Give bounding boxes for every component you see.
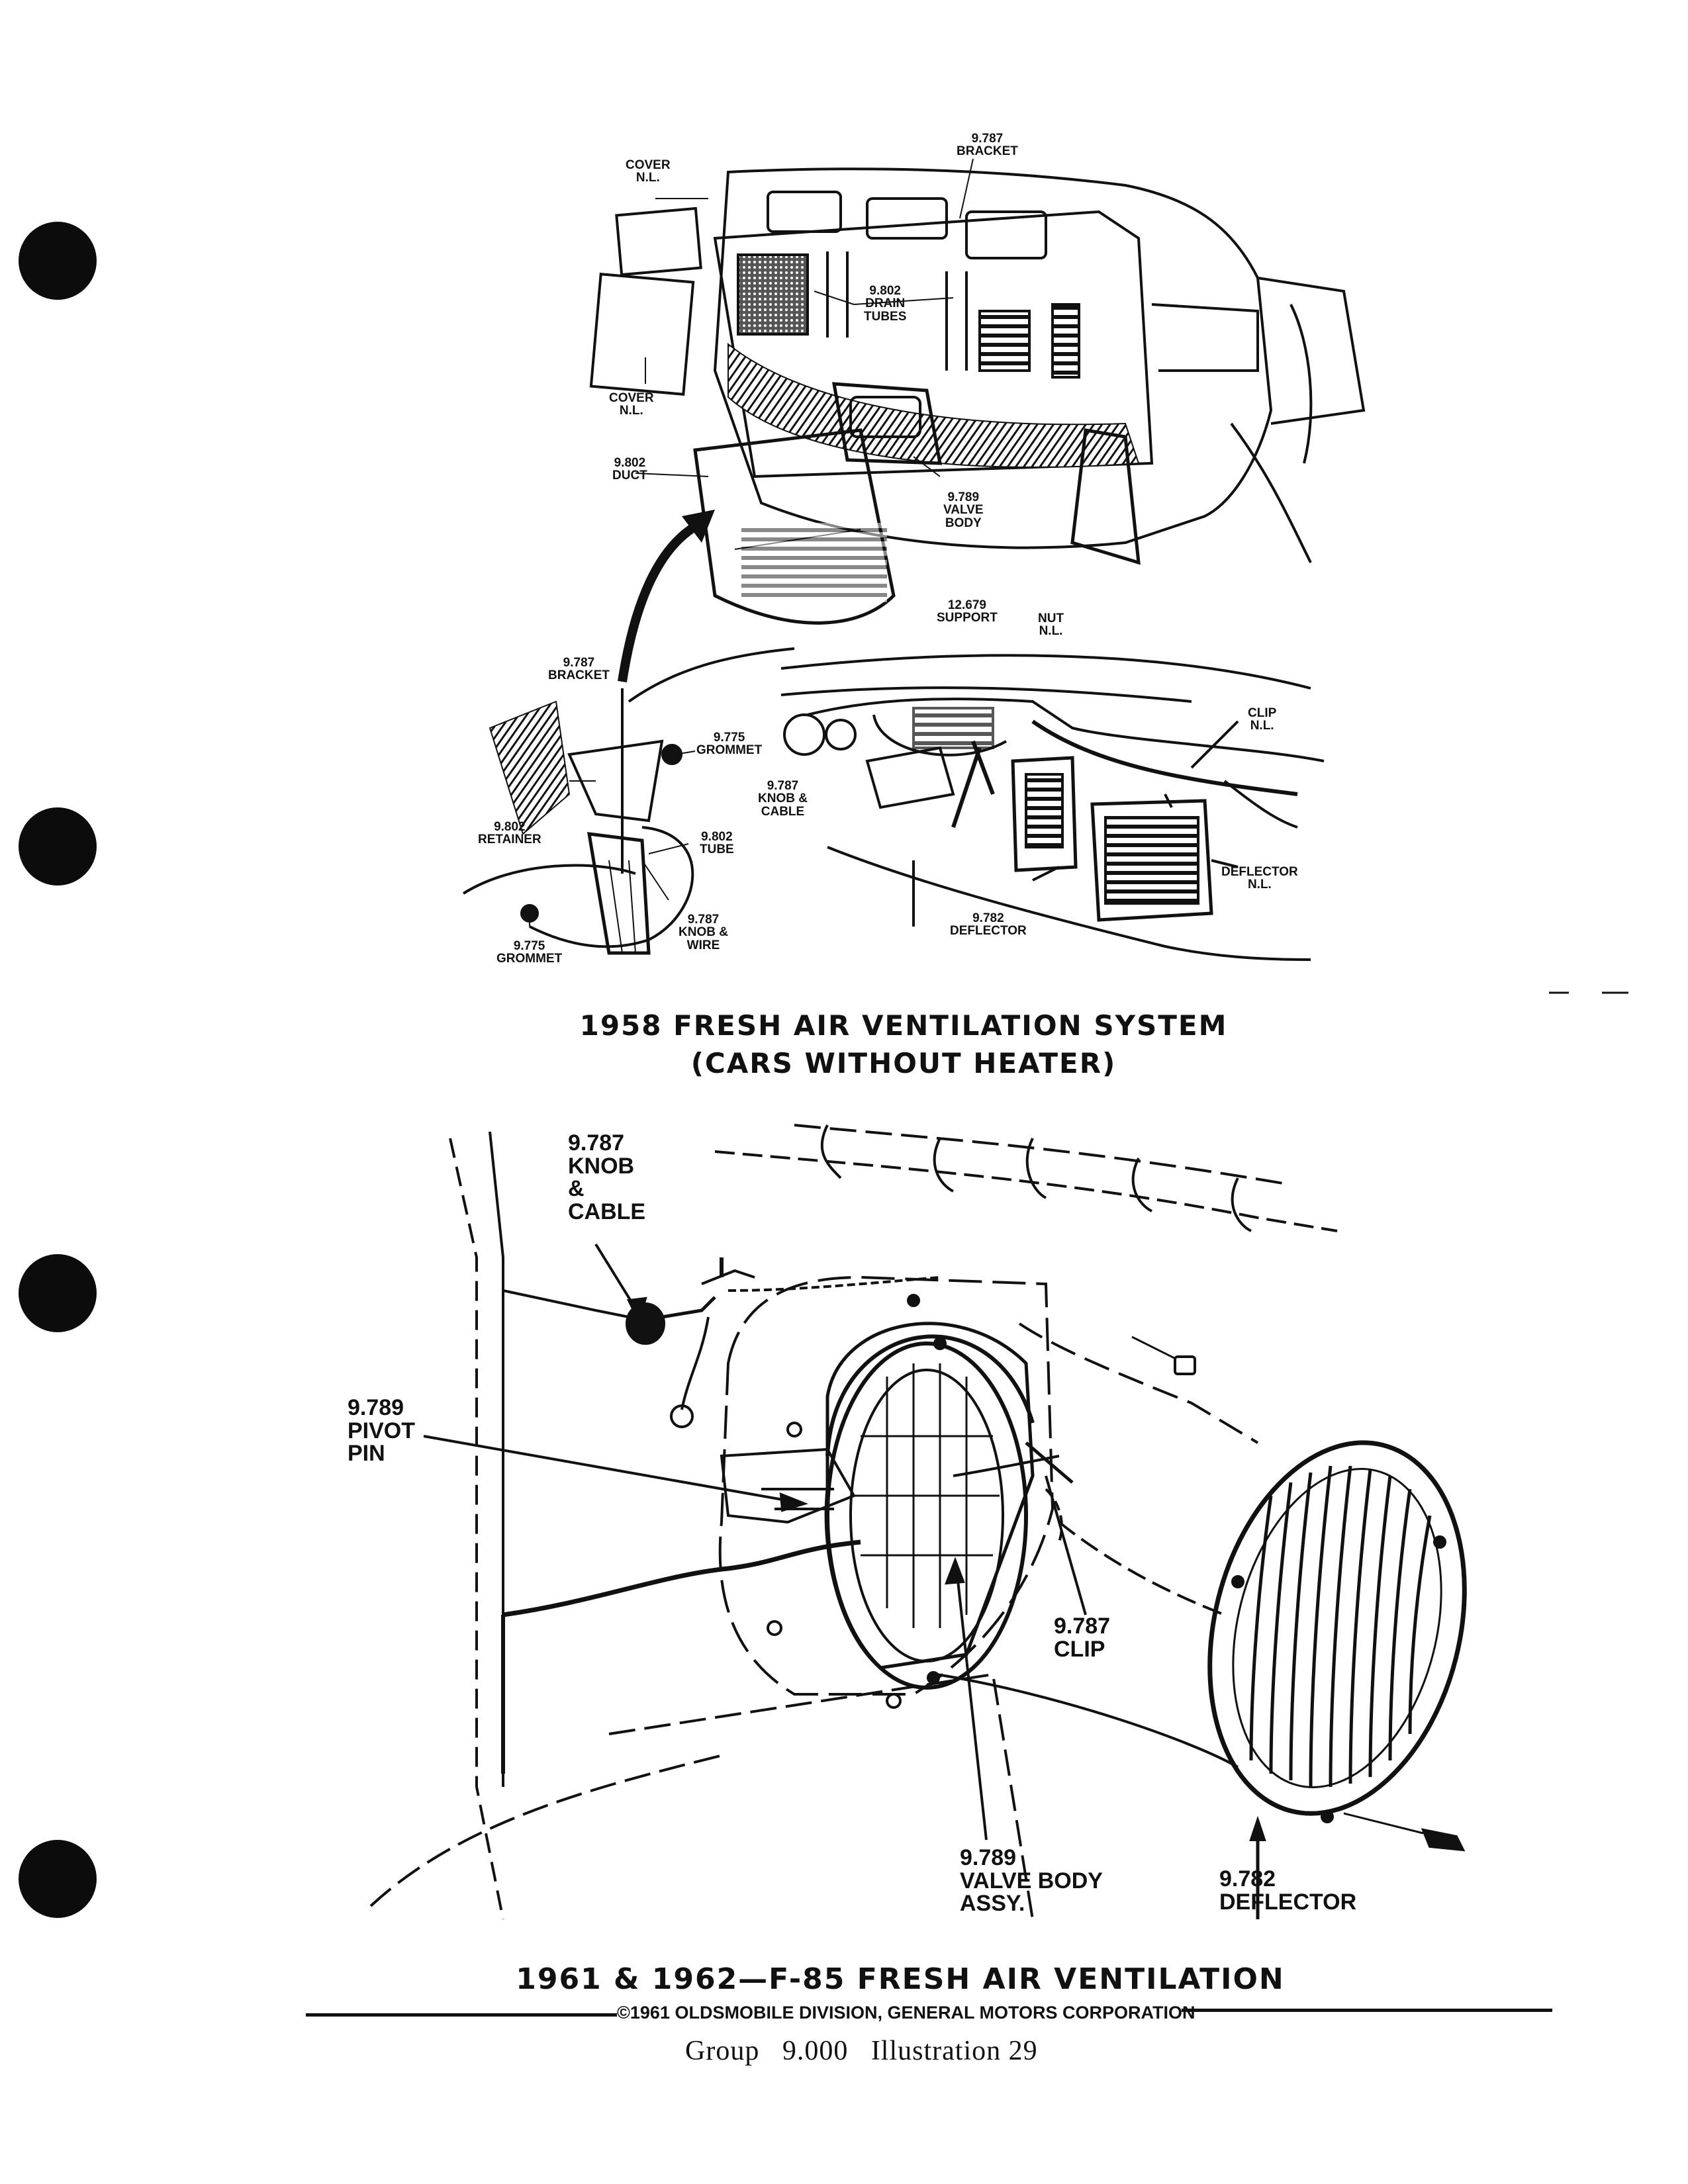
label-deflector: 9.782 DEFLECTOR [1219, 1866, 1357, 1915]
footer-rule-left [306, 2013, 617, 2017]
label-knob-wire: 9.787 KNOB & WIRE [679, 913, 728, 952]
binder-hole-2 [19, 807, 97, 886]
label-bracket-top: 9.787 BRACKET [957, 132, 1018, 159]
bottom-ventilation-assembly [369, 1124, 1467, 1920]
top-dashboard-assembly [589, 158, 1366, 625]
label-valve-body: 9.789 VALVE BODY [943, 490, 984, 530]
curved-arrow [618, 518, 704, 683]
top-left-bracket-tube [462, 647, 795, 955]
label-pivot-pin: 9.789 PIVOT PIN [348, 1395, 416, 1467]
label-deflector-small: 9.782 DEFLECTOR [950, 911, 1027, 938]
top-right-dash-panel [780, 654, 1325, 961]
group-illustration-text: Group 9.000 Illustration 29 [685, 2036, 1038, 2066]
label-deflector-nl: DEFLECTOR N.L. [1221, 865, 1298, 892]
label-cover-top: COVER N.L. [626, 158, 671, 185]
label-valve-body-assy: 9.789 VALVE BODY ASSY. [960, 1845, 1103, 1917]
deflector-grille [1207, 1440, 1467, 1823]
label-clip: 9.787 CLIP [1054, 1614, 1111, 1662]
label-cover-bottom: COVER N.L. [609, 391, 654, 418]
label-support: 12.679 SUPPORT [937, 598, 998, 625]
binder-hole-4 [19, 1840, 97, 1918]
label-drain-tubes: 9.802 DRAIN TUBES [864, 284, 907, 324]
label-nut: NUT N.L. [1038, 612, 1064, 639]
label-bracket-mid: 9.787 BRACKET [548, 656, 610, 683]
footer-rule-right [1182, 2009, 1552, 2012]
label-grommet-lower: 9.775 GROMMET [496, 939, 563, 966]
label-retainer: 9.802 RETAINER [478, 820, 541, 847]
label-duct: 9.802 DUCT [612, 456, 647, 483]
top-title-line1: 1958 FRESH AIR VENTILATION SYSTEM [579, 1009, 1228, 1042]
bottom-title: 1961 & 1962—F-85 FRESH AIR VENTILATION [516, 1962, 1285, 1996]
copyright-text: ©1961 OLDSMOBILE DIVISION, GENERAL MOTOR… [617, 2003, 1196, 2023]
label-knob-cable-small: 9.787 KNOB & CABLE [758, 779, 808, 819]
label-knob-cable: 9.787 KNOB & CABLE [568, 1130, 646, 1225]
binder-hole-1 [19, 222, 97, 300]
label-clip-nl: CLIP N.L. [1248, 706, 1277, 733]
binder-hole-3 [19, 1254, 97, 1332]
top-title-line2: (CARS WITHOUT HEATER) [690, 1047, 1117, 1079]
label-tube: 9.802 TUBE [700, 830, 734, 857]
label-grommet-upper: 9.775 GROMMET [696, 731, 763, 758]
